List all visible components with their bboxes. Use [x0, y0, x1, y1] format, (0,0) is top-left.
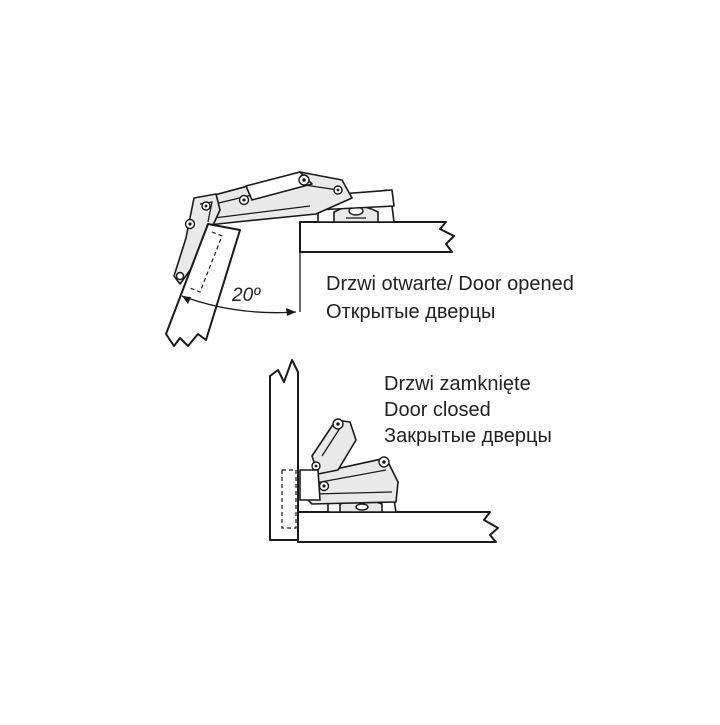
opened-illustration: 20º Drzwi otwarte/ Door opened Открытые …: [165, 171, 574, 347]
opened-caption-line1: Drzwi otwarte/ Door opened: [326, 273, 574, 295]
closed-cabinet-panel: [297, 511, 499, 543]
closed-caption-line2: Door closed: [384, 399, 491, 421]
closed-hinge-linkage: [299, 418, 357, 501]
opened-hinge-arm: [195, 171, 353, 227]
closed-door-panel: [269, 359, 299, 541]
opened-angle-label: 20º: [231, 285, 261, 306]
closed-caption-line1: Drzwi zamknięte: [384, 373, 531, 395]
opened-caption-line2: Открытые дверцы: [326, 301, 495, 323]
closed-caption-line3: Закрытые дверцы: [384, 425, 552, 447]
closed-illustration: Drzwi zamknięte Door closed Закрытые две…: [269, 359, 552, 543]
opened-hinge-cup: [173, 193, 221, 285]
opened-angle-dimension: 20º: [181, 252, 301, 316]
opened-door-panel: [165, 223, 241, 347]
opened-cabinet-panel: [299, 221, 455, 253]
